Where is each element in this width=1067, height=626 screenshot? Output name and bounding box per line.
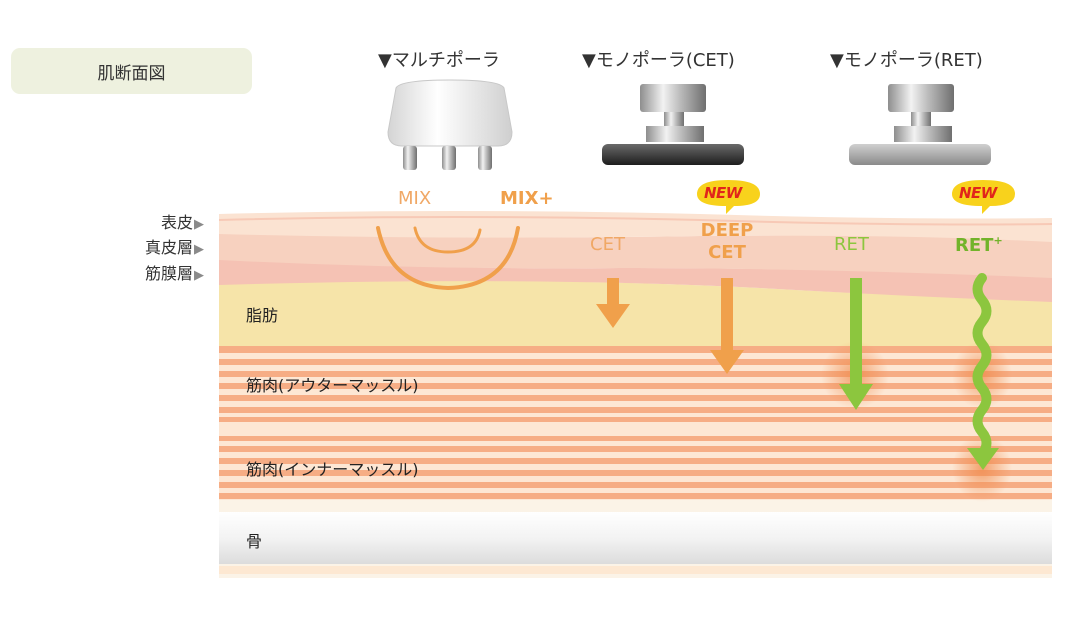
deep-cet-arrow (710, 278, 744, 374)
ret-arrow (839, 278, 873, 410)
fat-layer (219, 280, 1052, 346)
zone-label-fat: 脂肪 (246, 306, 279, 325)
ret-plus-sup: + (993, 234, 1003, 247)
multipolar-head-icon (387, 79, 513, 170)
diagram-title: 肌断面図 (11, 48, 252, 94)
monopolar-cet-head-icon (602, 84, 744, 165)
mix-arc (413, 226, 482, 254)
device-label-monopolar-ret: ▼モノポーラ(RET) (830, 50, 983, 71)
mode-label-ret: RET (834, 234, 869, 255)
cet-arrow (596, 278, 630, 328)
mode-label-ret-plus: RET+ (955, 234, 1003, 256)
deep-cet-line2: CET (708, 242, 746, 263)
ret-plus-text: RET (955, 235, 994, 256)
deep-cet-line1: DEEP (700, 220, 754, 241)
new-badge-ret-plus: NEW (959, 184, 997, 202)
ret-plus-arrow (967, 273, 999, 470)
new-badge-icon (697, 180, 760, 214)
device-label-multipolar: ▼マルチポーラ (378, 50, 500, 71)
monopolar-ret-head-icon (849, 84, 991, 165)
layer-label-dermis: 真皮層▶ (144, 238, 204, 257)
zone-label-inner-muscle: 筋肉(インナーマッスル) (246, 460, 419, 479)
mix-plus-arc (376, 226, 520, 291)
mode-label-cet: CET (590, 234, 625, 255)
mode-label-deep-cet: DEEP CET (694, 220, 760, 264)
new-badge-icon (952, 180, 1015, 214)
layer-label-epidermis: 表皮▶ (160, 213, 204, 232)
layer-label-fascia: 筋膜層▶ (144, 264, 204, 283)
new-badge-deep-cet: NEW (704, 184, 742, 202)
mode-label-mix: MIX (398, 188, 432, 209)
mode-label-mix-plus: MIX+ (500, 188, 554, 209)
device-label-monopolar-cet: ▼モノポーラ(CET) (582, 50, 735, 71)
zone-label-bone: 骨 (246, 532, 263, 551)
zone-label-outer-muscle: 筋肉(アウターマッスル) (246, 376, 419, 395)
